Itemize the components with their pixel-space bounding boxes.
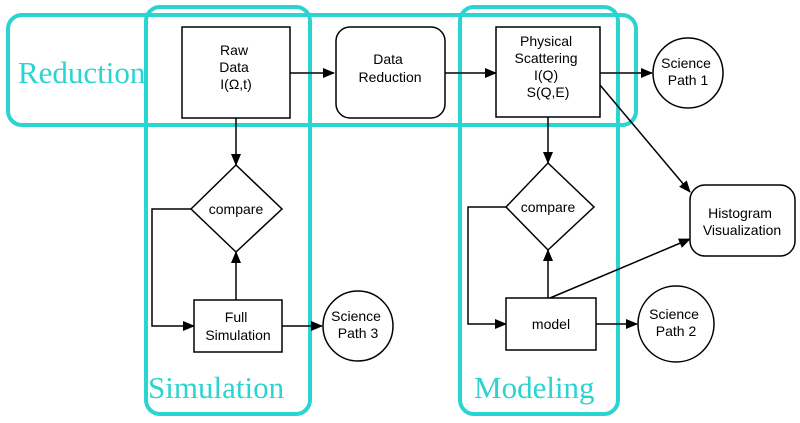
edge-model-to-histogram [549, 238, 691, 299]
full-simulation-box [193, 299, 283, 353]
physical-scattering-box [495, 26, 601, 118]
compare-sim-diamond [189, 163, 284, 254]
model-label: model [532, 316, 570, 332]
model-box [505, 297, 597, 351]
science-path-3-label: Science Path 3 [331, 308, 385, 341]
science-path-3-circle [322, 290, 394, 362]
physical-scattering-label: Physical Scattering I(Q) S(Q,E) [515, 33, 582, 100]
data-reduction-box [335, 26, 446, 119]
compare-sim-label: compare [209, 201, 264, 217]
compare-model-diamond [504, 161, 596, 252]
simulation-region [144, 5, 312, 416]
science-path-2-label: Science Path 2 [649, 306, 703, 339]
modeling-region [458, 5, 620, 416]
reduction-label: Reduction [18, 55, 146, 90]
simulation-label: Simulation [148, 370, 285, 405]
reduction-region [6, 13, 638, 127]
histogram-visualization-box [689, 184, 796, 257]
raw-data-box [181, 26, 291, 119]
edge-compare-loop-sim [151, 208, 195, 331]
edge-compare-loop-model [467, 206, 507, 329]
science-path-2-circle [637, 285, 715, 363]
full-simulation-label: Full Simulation [205, 309, 270, 343]
compare-model-label: compare [521, 199, 576, 215]
histogram-visualization-label: Histogram Visualization [703, 205, 781, 238]
edge-scattering-to-histogram [599, 84, 691, 193]
modeling-label: Modeling [474, 370, 595, 405]
science-path-1-circle [652, 37, 724, 109]
science-path-1-label: Science Path 1 [661, 55, 715, 88]
raw-data-label: Raw Data I(Ω,t) [219, 42, 252, 92]
data-reduction-label: Data Reduction [358, 51, 421, 85]
